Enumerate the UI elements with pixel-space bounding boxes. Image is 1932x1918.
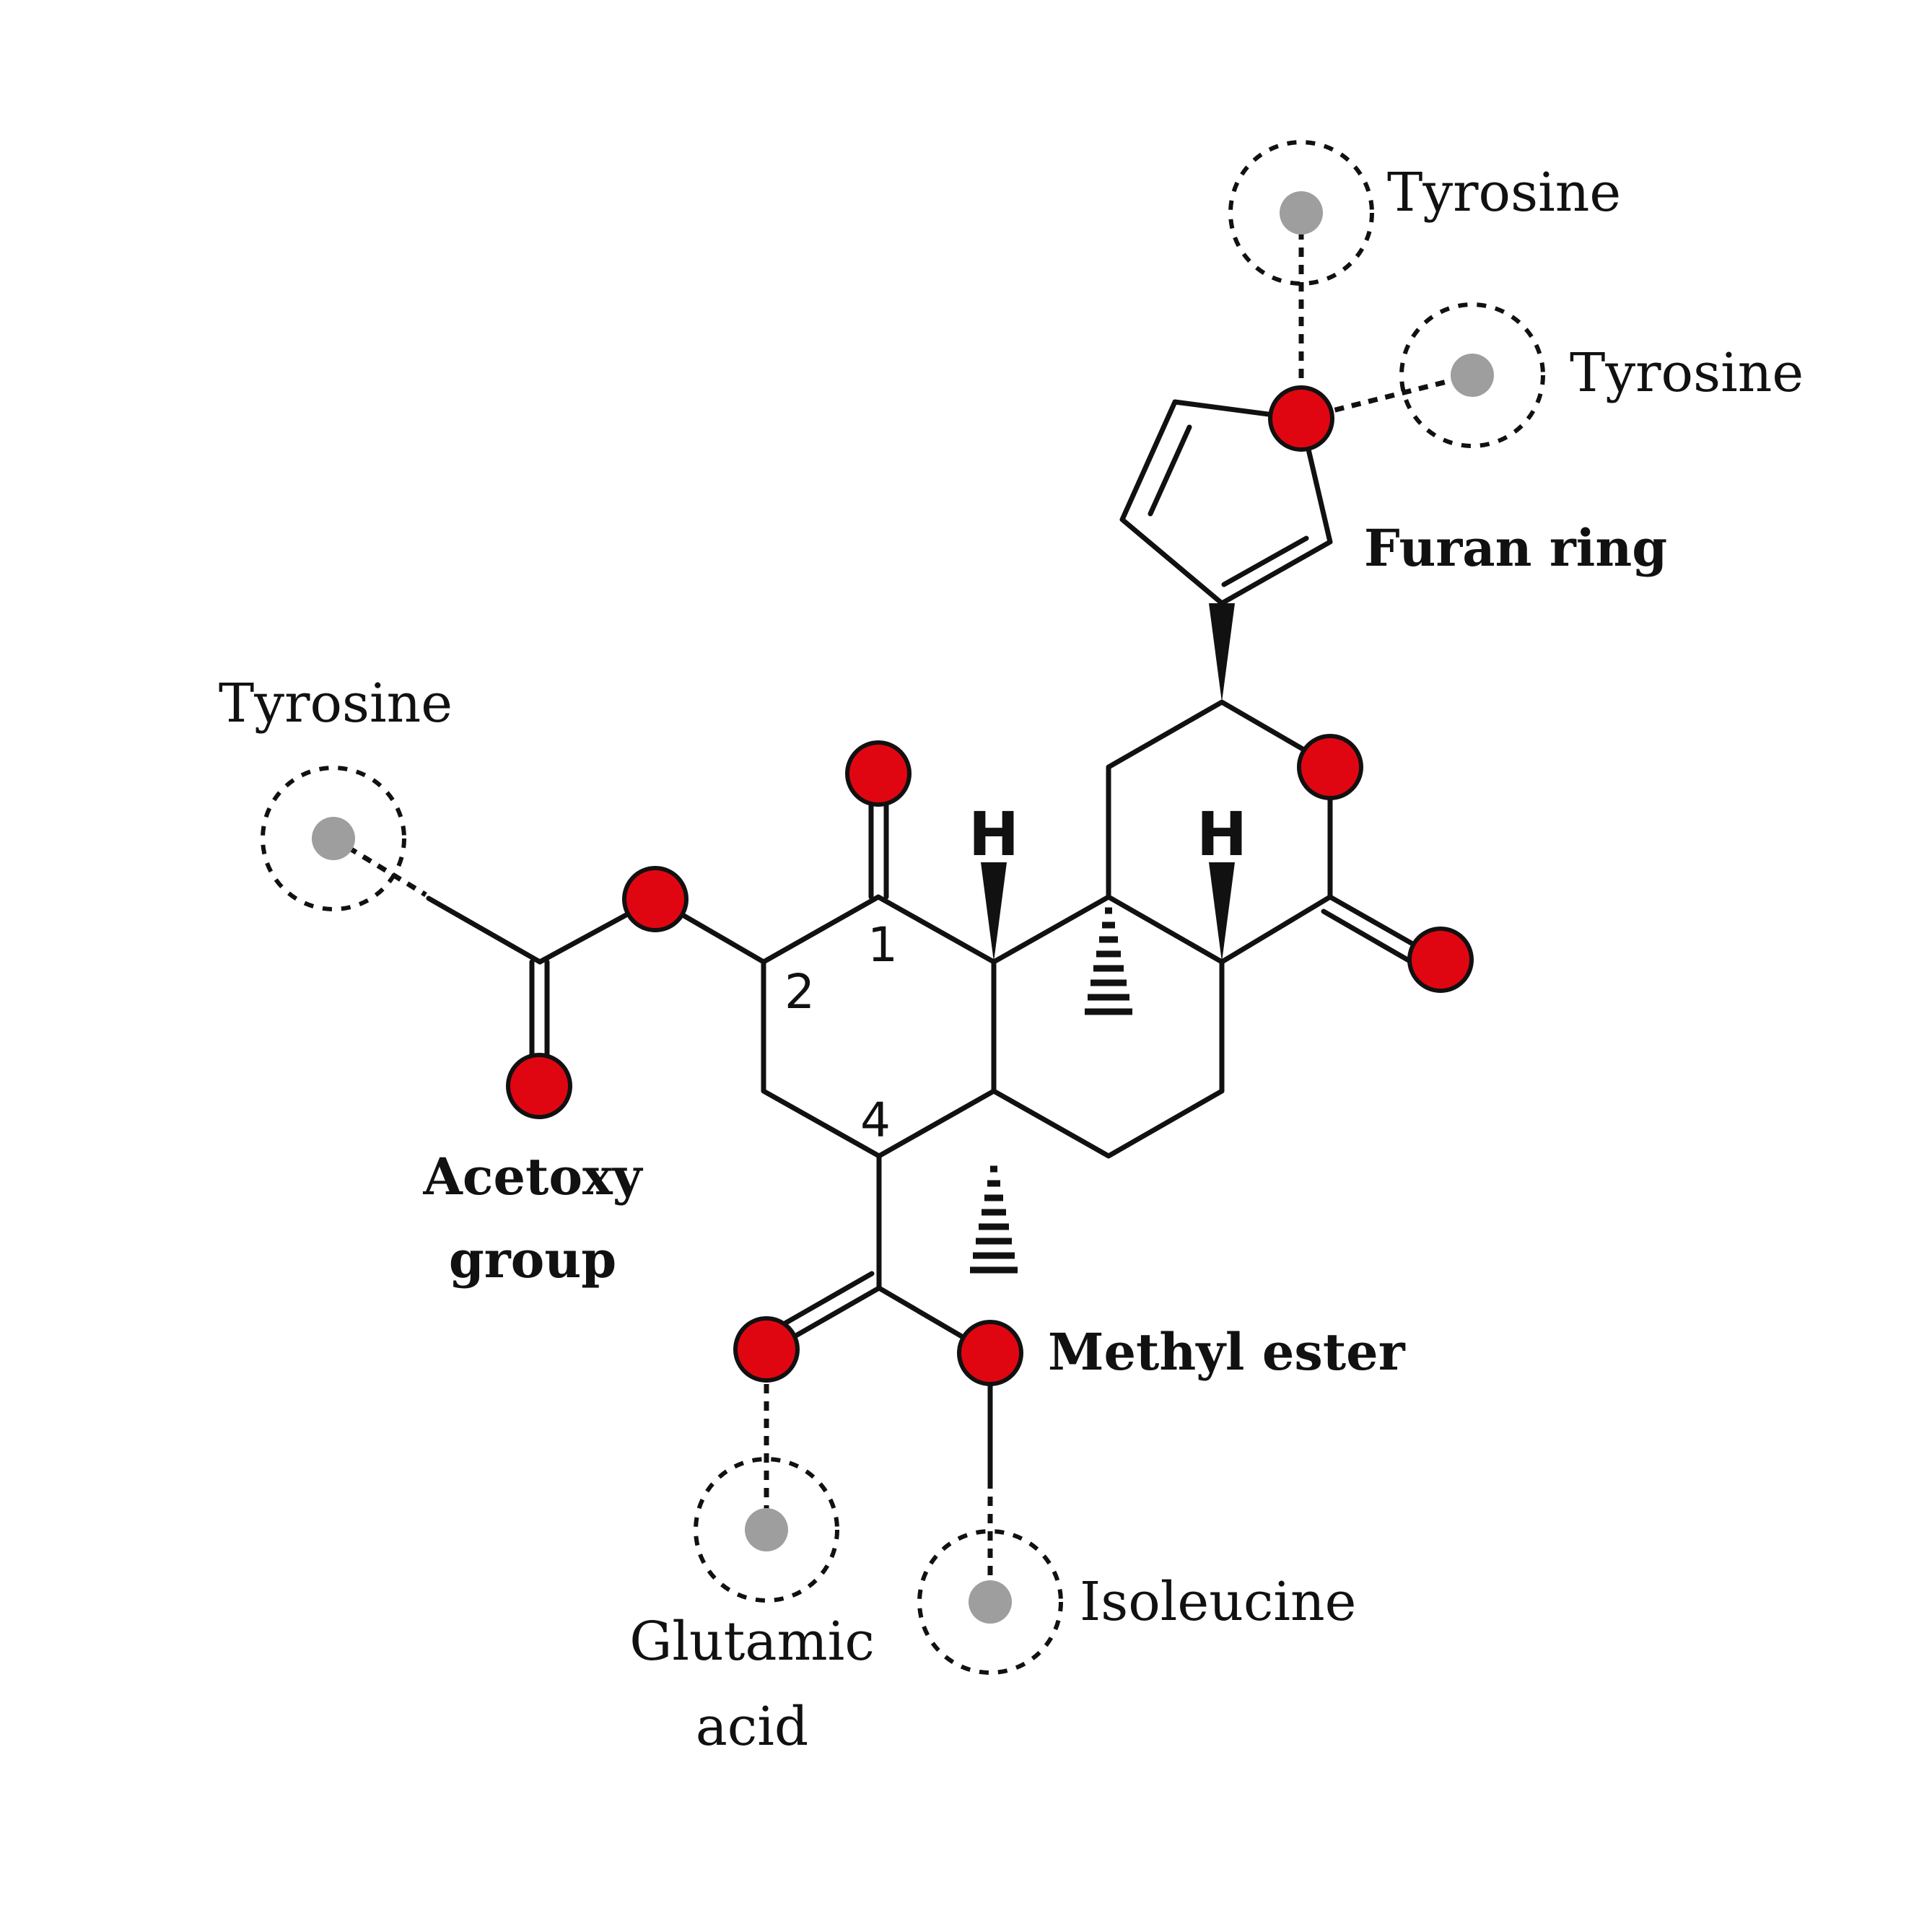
position-4: 4 [860,1092,891,1148]
oxygen-ester-ether [957,1320,1023,1386]
lactone-bond [1219,894,1333,965]
lactone-ring [1106,699,1333,900]
residue-dot [969,1580,1012,1624]
residue-dot [312,817,355,860]
residue-ring [694,1457,839,1603]
label-methyl-ester: Methyl ester [1048,1322,1406,1382]
oxygen-ester-carbonyl [733,1316,800,1383]
stereo-wedges [970,603,1235,1274]
residue-isoleucine [917,1529,1063,1675]
residue-ring [1399,302,1545,448]
residue-tyrosine-right [1399,302,1545,448]
oxygen-lactone-ring [1297,734,1363,800]
oxygen-furan [1268,385,1334,452]
furan-double-bond [1148,424,1192,517]
furan-double-bond [1221,535,1309,587]
position-2: 2 [784,964,815,1020]
oxygen-atoms [506,385,1474,1386]
hydrogen-label-right: H [1197,799,1247,870]
residue-dot [745,1508,788,1551]
residue-dot [1280,191,1323,235]
oxygen-lactone-carbonyl [1407,927,1474,993]
residue-glutamic-acid [694,1457,839,1603]
residue-dot [1451,354,1494,397]
skeleton-bonds [426,399,1443,1482]
wedge-furan [1209,603,1235,702]
residue-tyrosine-top [1228,140,1374,286]
oxygen-acetoxy-ether [622,866,689,932]
label-glutamic-line2: acid [696,1696,809,1758]
label-acetoxy-line2: group [449,1230,616,1289]
furan-ring [1119,399,1333,606]
residue-ring [917,1529,1063,1675]
hydrogen-label-left: H [969,799,1019,870]
residue-ring [1228,140,1374,286]
label-glutamic-line1: Glutamic [629,1611,875,1673]
hash-wedge-c9-methyl [1085,907,1132,1015]
oxygen-acetoxy-carbonyl [506,1053,572,1119]
ring-b [991,894,1225,1159]
label-tyrosine-right: Tyrosine [1570,342,1804,404]
label-furan-ring: Furan ring [1364,518,1667,578]
position-1: 1 [867,917,898,973]
oxygen-ketone [845,740,912,807]
label-isoleucine: Isoleucine [1080,1571,1356,1633]
label-tyrosine-left: Tyrosine [219,673,453,735]
label-tyrosine-top: Tyrosine [1387,162,1621,224]
hbond-tyrosine-right [1301,372,1473,421]
residue-ring [261,766,406,911]
hash-wedge-c5-methyl [970,1165,1018,1274]
wedge-h-right [1209,862,1235,962]
residue-tyrosine-left [261,766,406,911]
acetoxy-bond [426,895,543,965]
label-acetoxy-line1: Acetoxy [423,1147,644,1207]
wedge-h-left [981,862,1007,962]
